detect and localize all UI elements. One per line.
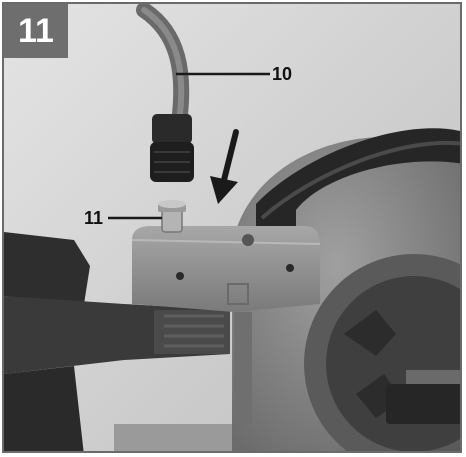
callout-label-11: 11 <box>84 208 104 228</box>
figure-frame: 11 10 11 <box>2 2 462 453</box>
step-number-badge: 11 <box>4 4 68 58</box>
connector-spigot <box>158 200 186 233</box>
garden-hose <box>136 4 194 182</box>
dark-stand <box>4 232 230 451</box>
carry-handle <box>256 128 460 244</box>
housing-block <box>131 226 321 424</box>
product-photo <box>4 4 460 451</box>
hose-reel <box>232 136 460 451</box>
down-arrow-icon <box>210 129 239 204</box>
callout-label-10: 10 <box>272 64 293 84</box>
